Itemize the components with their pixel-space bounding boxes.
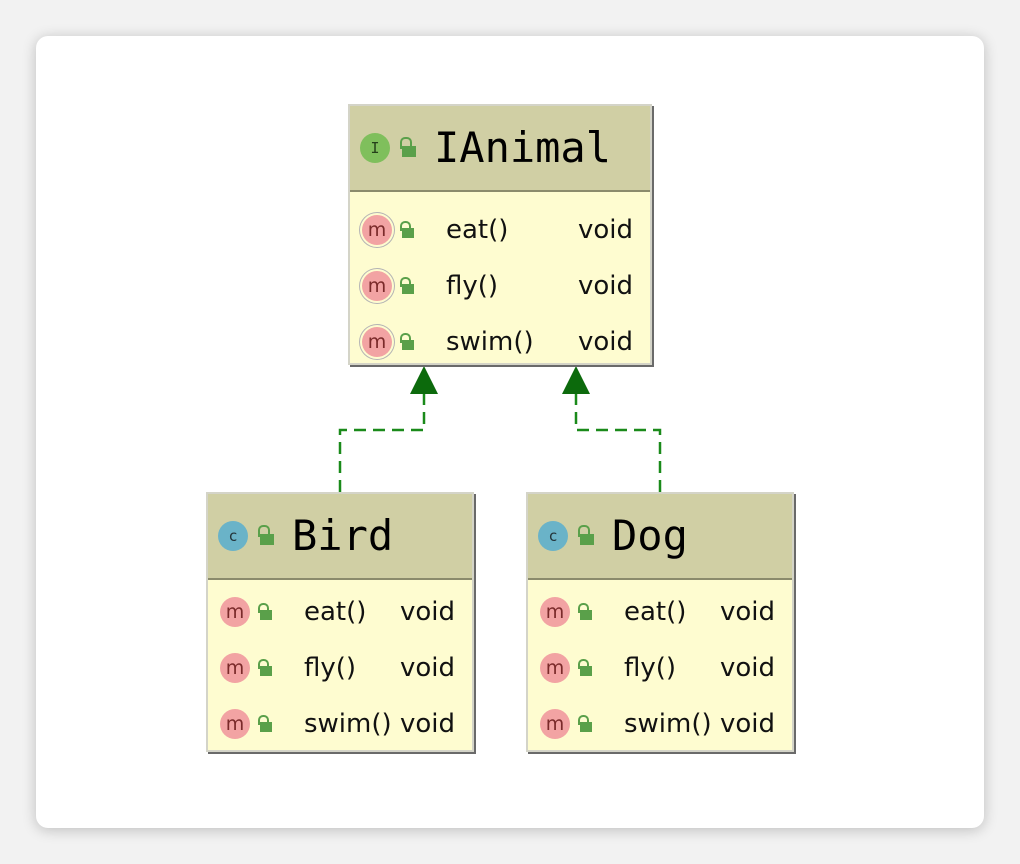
abstract-method-icon: m [362,215,392,245]
method-row[interactable]: m fly() void [208,640,472,696]
method-name: eat() [624,597,687,627]
public-lock-icon [398,220,414,240]
public-lock-icon [576,602,592,622]
method-row[interactable]: m fly() void [528,640,792,696]
class-node-dog[interactable]: c Dog m eat() void m fly() void m swim()… [526,492,794,752]
method-name: swim() [624,709,712,739]
public-lock-icon [398,137,416,159]
method-return-type: void [720,653,776,683]
public-lock-icon [576,525,594,547]
public-lock-icon [256,658,272,678]
method-icon: m [540,653,570,683]
method-list: m eat() void m fly() void m swim() void [350,192,650,370]
method-row[interactable]: m swim() void [350,314,650,370]
method-row[interactable]: m swim() void [208,696,472,752]
method-row[interactable]: m fly() void [350,258,650,314]
node-header: c Bird [208,494,472,580]
method-icon: m [540,709,570,739]
interface-kind-icon: I [360,133,390,163]
abstract-method-icon: m [362,327,392,357]
method-name: eat() [446,215,509,245]
public-lock-icon [256,525,274,547]
method-row[interactable]: m eat() void [208,584,472,640]
method-name: eat() [304,597,367,627]
method-icon: m [220,597,250,627]
method-return-type: void [720,597,776,627]
public-lock-icon [576,658,592,678]
class-node-bird[interactable]: c Bird m eat() void m fly() void m swim(… [206,492,474,752]
node-name: IAnimal [434,123,612,172]
interface-node-ianimal[interactable]: I IAnimal m eat() void m fly() void m sw… [348,104,652,365]
method-return-type: void [400,709,456,739]
class-kind-icon: c [538,521,568,551]
public-lock-icon [576,714,592,734]
method-name: fly() [624,653,677,683]
abstract-method-icon: m [362,271,392,301]
method-return-type: void [578,327,634,357]
method-return-type: void [720,709,776,739]
method-return-type: void [400,653,456,683]
public-lock-icon [398,276,414,296]
node-name: Bird [292,511,394,560]
method-row[interactable]: m eat() void [528,584,792,640]
method-return-type: void [400,597,456,627]
node-header: c Dog [528,494,792,580]
method-icon: m [220,653,250,683]
node-header: I IAnimal [350,106,650,192]
method-return-type: void [578,215,634,245]
method-name: swim() [446,327,534,357]
method-name: swim() [304,709,392,739]
method-icon: m [540,597,570,627]
node-name: Dog [612,511,688,560]
method-row[interactable]: m eat() void [350,202,650,258]
method-row[interactable]: m swim() void [528,696,792,752]
public-lock-icon [398,332,414,352]
method-list: m eat() void m fly() void m swim() void [528,580,792,752]
public-lock-icon [256,602,272,622]
method-list: m eat() void m fly() void m swim() void [208,580,472,752]
method-name: fly() [446,271,499,301]
method-name: fly() [304,653,357,683]
method-return-type: void [578,271,634,301]
method-icon: m [220,709,250,739]
public-lock-icon [256,714,272,734]
class-kind-icon: c [218,521,248,551]
